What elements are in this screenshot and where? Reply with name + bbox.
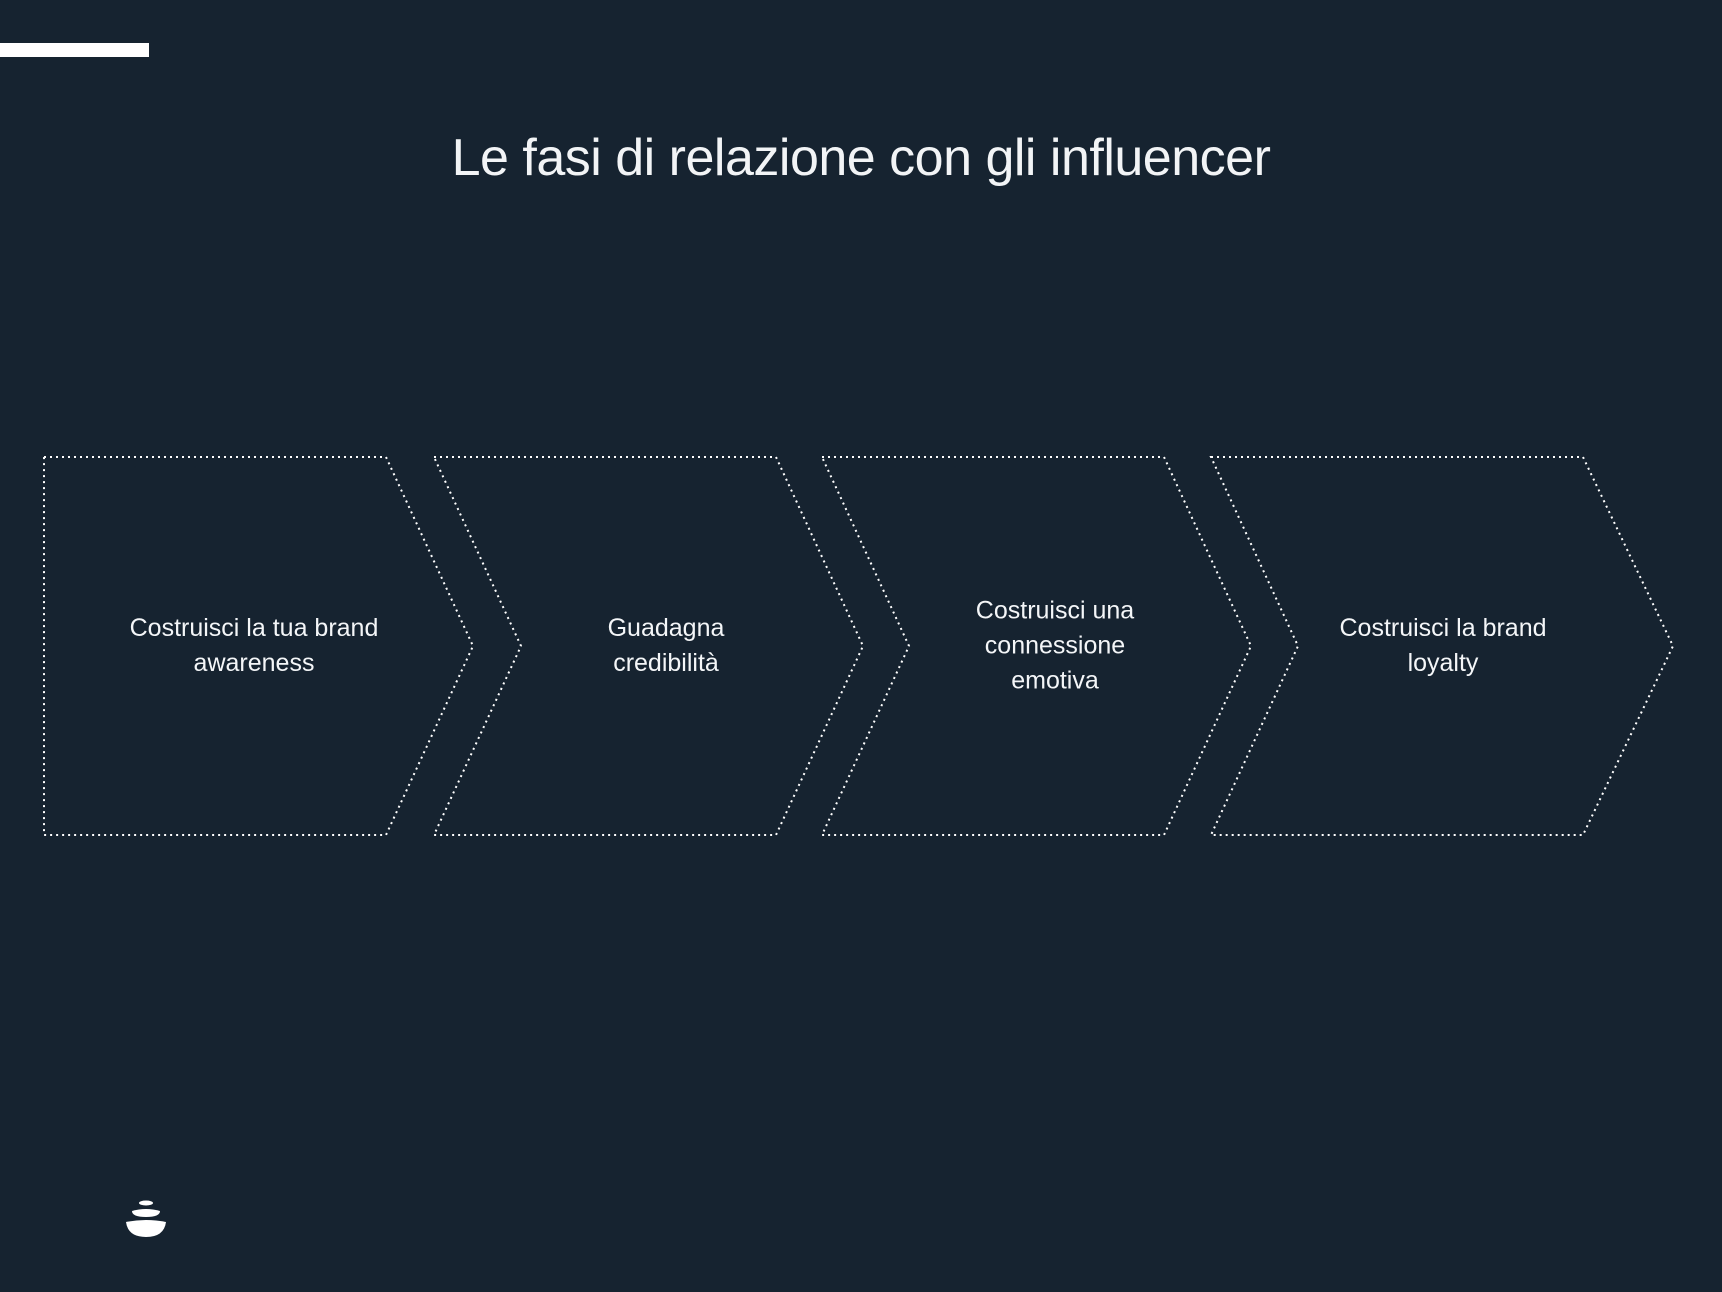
accent-bar <box>0 43 149 57</box>
step-3-label: Costruisci una connessione emotiva <box>975 596 1135 695</box>
step-4-label: Costruisci la brand loyalty <box>1339 614 1547 677</box>
chevron-step-1 <box>43 456 475 836</box>
step-1-label: Costruisci la tua brand awareness <box>129 614 379 677</box>
slide-title: Le fasi di relazione con gli influencer <box>451 129 1271 187</box>
step-2-label: Guadagna credibilità <box>607 614 725 677</box>
stacked-stones-logo-icon <box>126 1200 166 1237</box>
chevron-step-4 <box>1209 456 1675 836</box>
chevron-step-3 <box>820 456 1253 836</box>
chevron-step-2 <box>432 456 865 836</box>
